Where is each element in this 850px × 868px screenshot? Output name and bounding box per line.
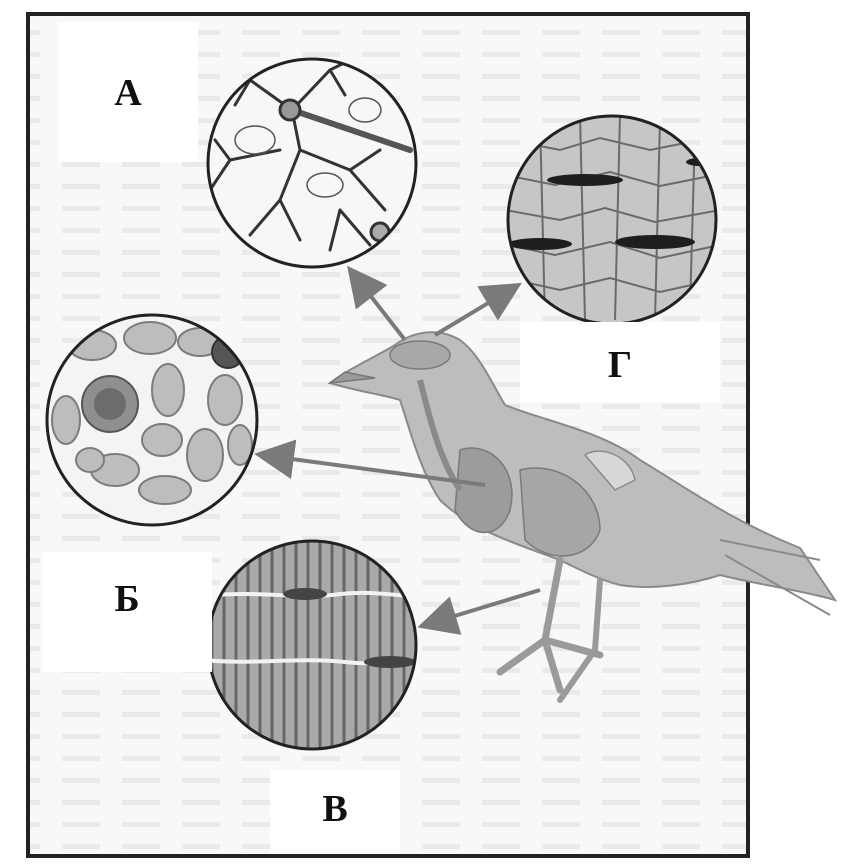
label-v: В	[270, 770, 400, 854]
nerve-tissue-icon	[208, 55, 416, 267]
label-b: Б	[42, 552, 212, 672]
blood-cells-icon	[47, 315, 257, 525]
label-g: Г	[520, 322, 720, 402]
label-a: А	[58, 22, 198, 162]
